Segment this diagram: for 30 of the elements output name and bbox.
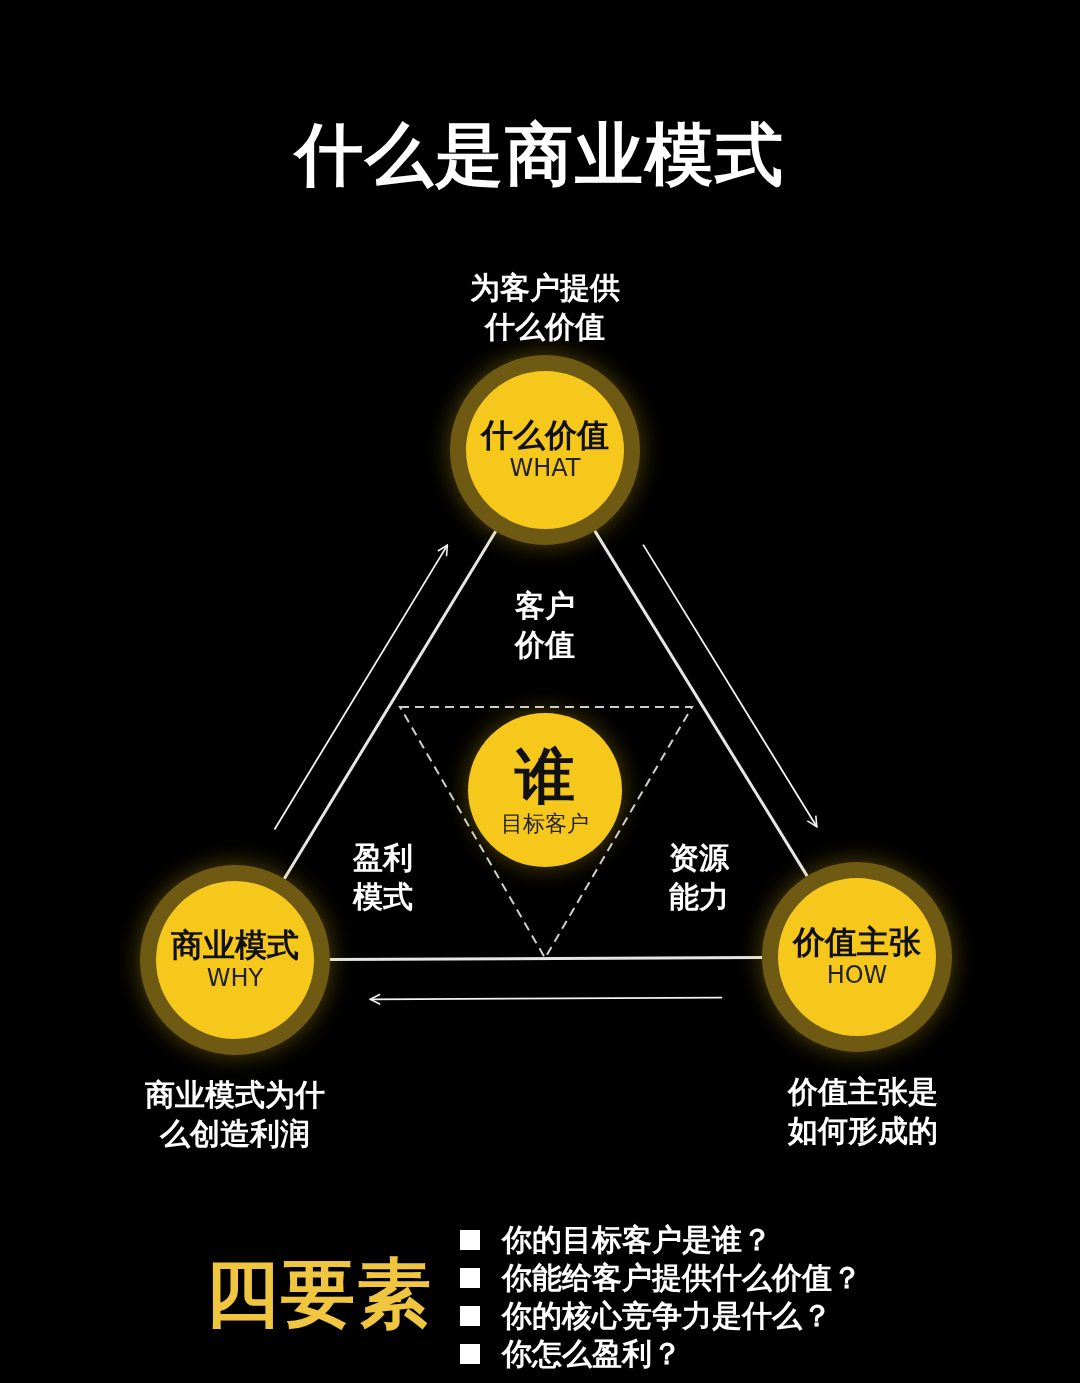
- center-circle: [468, 713, 622, 867]
- connector-line: [283, 530, 497, 880]
- arrow: [642, 543, 818, 828]
- circle-title: 商业模式: [171, 927, 299, 964]
- connector-line: [593, 530, 809, 877]
- circle-caption: 为客户提供什么价值: [469, 269, 621, 346]
- circle-caption: 商业模式为什么创造利润: [144, 1076, 326, 1153]
- circle-title: 谁: [515, 742, 575, 812]
- ringed-circle: [450, 355, 640, 545]
- question-text: 你能给客户提供什么价值？: [502, 1259, 862, 1297]
- question-text: 你的核心竞争力是什么？: [502, 1297, 832, 1335]
- region-label: 客户价值: [513, 587, 576, 664]
- circle-subtitle: WHAT: [509, 454, 581, 483]
- circle-subtitle: WHY: [206, 964, 264, 993]
- arrow: [369, 993, 724, 1006]
- circle-subtitle: HOW: [826, 961, 888, 990]
- arrow: [273, 544, 449, 831]
- region-label: 盈利模式: [351, 839, 414, 916]
- circle-title: 什么价值: [481, 417, 609, 454]
- question-text: 你的目标客户是谁？: [502, 1221, 772, 1259]
- question-text: 你怎么盈利？: [502, 1335, 682, 1373]
- circle-title: 价值主张: [793, 924, 921, 961]
- circle-subtitle: 目标客户: [501, 811, 589, 838]
- region-label: 资源能力: [668, 839, 730, 916]
- heading-label: 四要素: [205, 1249, 433, 1338]
- ringed-circle: [140, 865, 330, 1055]
- circle-caption: 价值主张是如何形成的: [786, 1073, 939, 1150]
- title: 什么是商业模式: [292, 114, 786, 196]
- ringed-circle: [762, 862, 952, 1052]
- connector-line: [330, 956, 762, 961]
